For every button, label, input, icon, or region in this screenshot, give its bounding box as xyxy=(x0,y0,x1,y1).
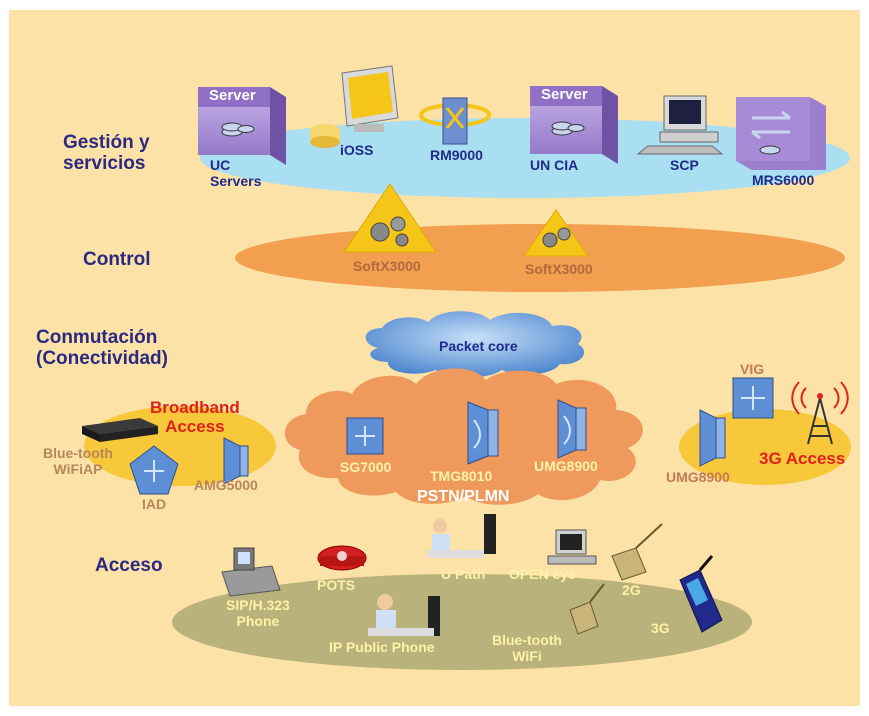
access-band xyxy=(172,574,752,670)
uc-server-icon xyxy=(198,87,286,165)
sip-phone-icon xyxy=(221,547,281,597)
mrs6000-icon xyxy=(736,97,826,170)
vig-icon xyxy=(732,377,774,419)
pots-label: POTS xyxy=(317,577,356,593)
scp-workstation-icon xyxy=(636,95,724,155)
softx3000-icon-2 xyxy=(523,209,589,257)
softx3000-icon-1 xyxy=(343,183,437,253)
amg5000-icon xyxy=(223,437,249,485)
ioss-label: iOSS xyxy=(340,142,374,158)
umg8900-3g-label: UMG8900 xyxy=(666,469,730,485)
pots-phone-icon xyxy=(317,545,367,571)
amg5000-label: AMG5000 xyxy=(194,477,258,493)
un-cia-server-icon xyxy=(530,86,618,164)
layer-label-switching: Conmutación (Conectividad) xyxy=(36,327,168,370)
2g-phone-icon xyxy=(611,523,663,581)
cell-tower-icon xyxy=(791,381,849,445)
rm9000-label: RM9000 xyxy=(430,147,483,163)
softx3000-label-2: SoftX3000 xyxy=(525,261,593,277)
sg7000-label: SG7000 xyxy=(340,459,392,475)
3g-label: 3G xyxy=(651,620,670,636)
vig-label: VIG xyxy=(740,361,765,377)
iad-icon xyxy=(129,445,179,495)
sip-phone-label: SIP/H.323 Phone xyxy=(226,597,290,629)
broadband-access-label: Broadband Access xyxy=(150,398,240,437)
uc-servers-label: UC Servers xyxy=(210,157,262,189)
3g-access-label: 3G Access xyxy=(759,449,846,468)
server-tag-1: Server xyxy=(209,87,256,104)
2g-label: 2G xyxy=(622,582,641,598)
mrs6000-label: MRS6000 xyxy=(752,172,815,188)
sg7000-icon xyxy=(346,417,384,455)
open-eye-label: OPEN eye xyxy=(509,566,576,582)
bluetooth-wifiap-label: Blue-tooth WiFiAP xyxy=(43,445,113,477)
server-tag-2: Server xyxy=(541,86,588,103)
umg8900-3g-icon xyxy=(699,409,726,467)
un-cia-label: UN CIA xyxy=(530,157,579,173)
pstn-plmn-label: PSTN/PLMN xyxy=(417,488,510,505)
ioss-monitor-icon xyxy=(310,65,399,148)
ip-public-phone-icon xyxy=(368,594,440,636)
3g-phone-icon xyxy=(679,555,723,633)
tmg8010-label: TMG8010 xyxy=(430,468,493,484)
layer-label-management: Gestión y servicios xyxy=(63,132,150,175)
layer-label-access: Acceso xyxy=(95,555,163,576)
rm9000-icon xyxy=(419,97,491,145)
packet-core-cloud xyxy=(365,311,585,378)
tmg8010-icon xyxy=(467,401,499,465)
softx3000-label-1: SoftX3000 xyxy=(353,258,421,274)
layer-label-control: Control xyxy=(83,249,151,270)
pstn-cloud xyxy=(284,368,643,505)
open-eye-icon xyxy=(547,529,597,565)
umg8900-label: UMG8900 xyxy=(534,458,598,474)
bluetooth-wifi-label: Blue-tooth WiFi xyxy=(492,632,562,664)
u-path-label: U Path xyxy=(441,566,486,582)
u-path-user-icon xyxy=(428,514,496,558)
umg8900-icon xyxy=(557,399,587,459)
scp-label: SCP xyxy=(670,157,699,173)
ip-public-phone-label: IP Public Phone xyxy=(329,639,435,655)
packet-core-label: Packet core xyxy=(439,338,518,354)
bluetooth-wifiap-icon xyxy=(82,418,158,442)
iad-label: IAD xyxy=(142,496,167,512)
bluetooth-wifi-phone-icon xyxy=(569,583,605,635)
